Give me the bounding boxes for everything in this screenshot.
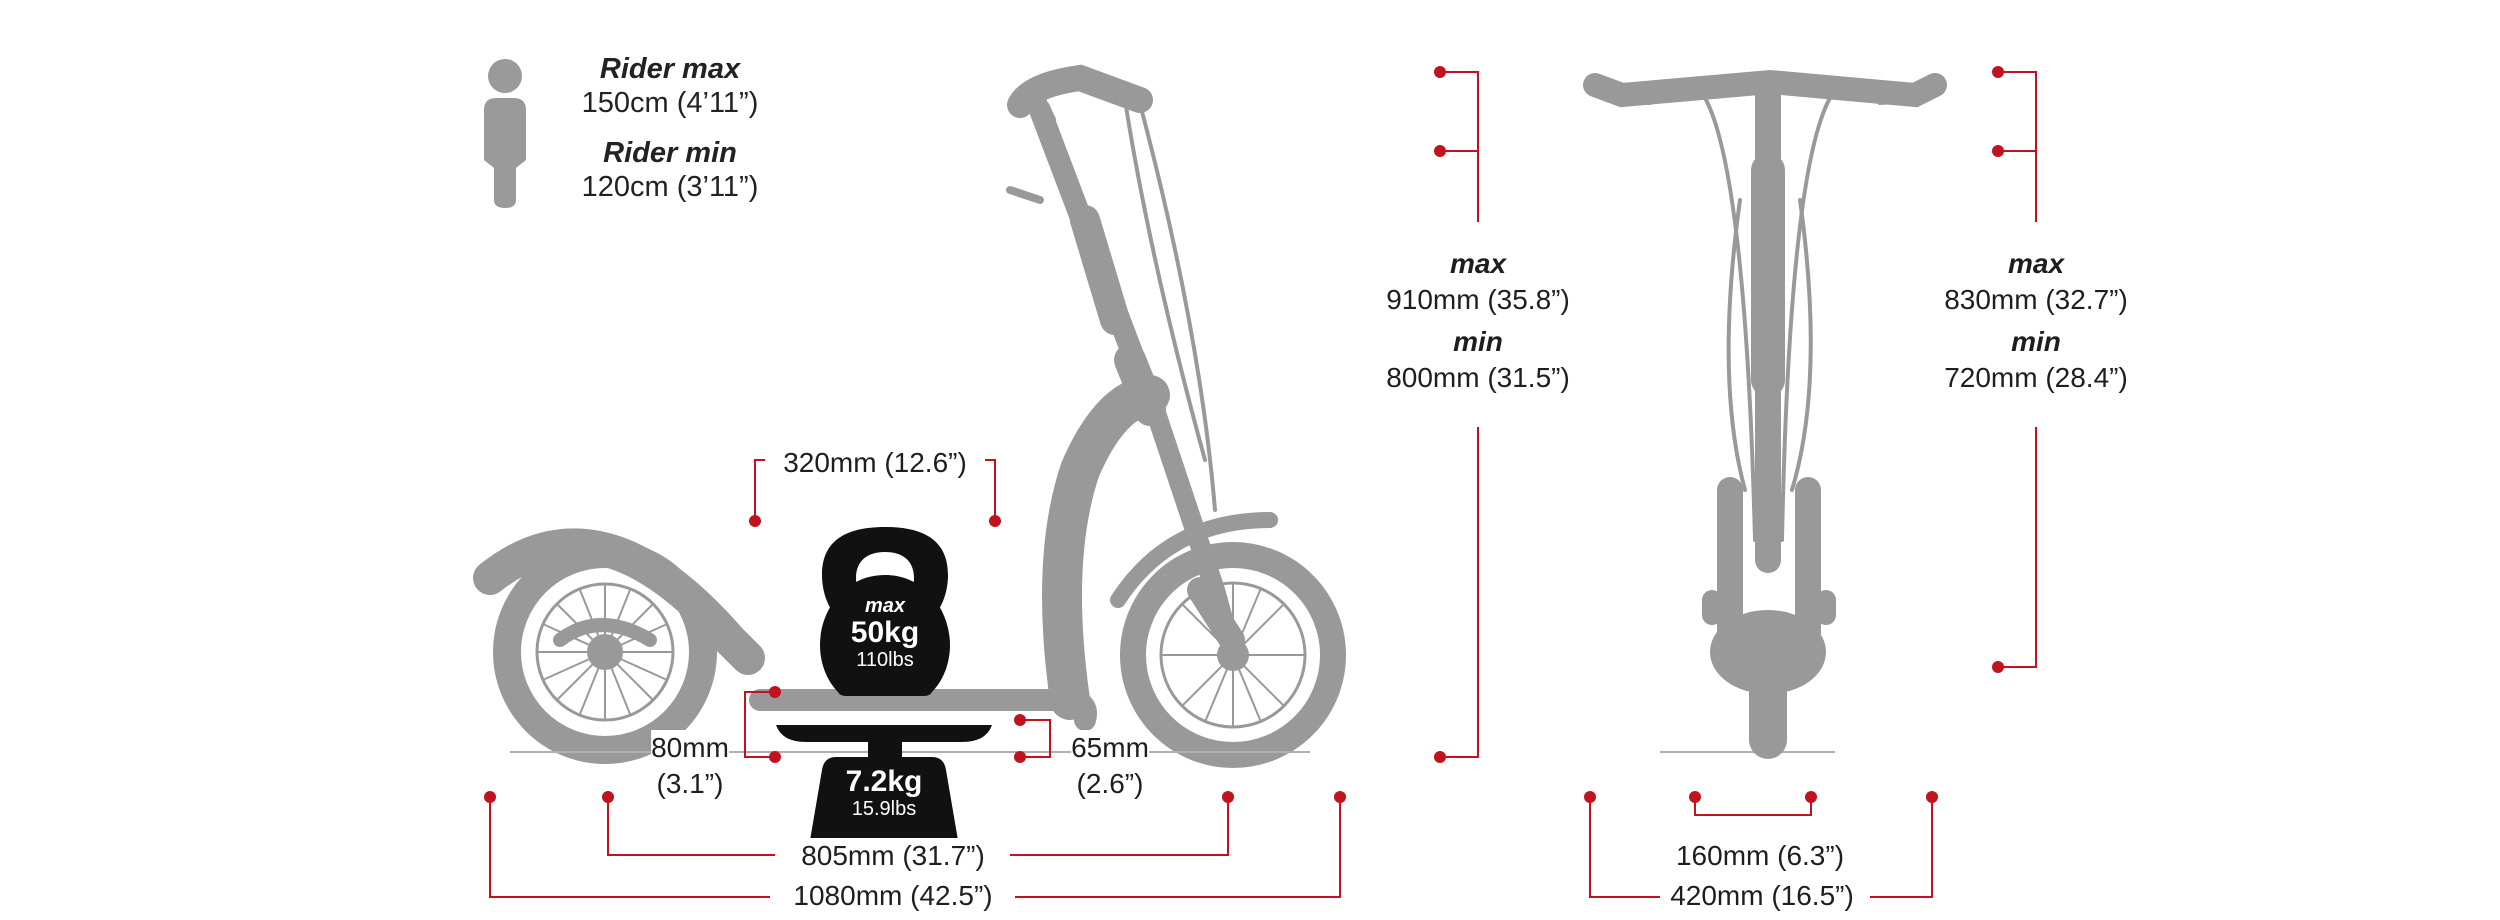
front-height-min-value: 720mm (28.4”)	[1944, 362, 2128, 393]
rear-deck-height-label: 80mm (3.1”)	[651, 730, 729, 802]
front-handlebar-height-label: max 830mm (32.7”) min 720mm (28.4”)	[1938, 246, 2134, 396]
frame	[1042, 375, 1170, 720]
rider-min-value: 120cm (3’11”)	[581, 171, 759, 203]
side-height-min-label: min	[1453, 326, 1503, 357]
person-icon	[484, 59, 526, 208]
rider-max-label: Rider max	[599, 53, 741, 85]
max-load-label: max	[864, 595, 906, 617]
scooter-weight-kg: 7.2kg	[845, 765, 923, 798]
front-deck-height-mm: 65mm	[1071, 732, 1149, 763]
scooter-side-silhouette	[473, 64, 1346, 768]
front-height-max-value: 830mm (32.7”)	[1944, 284, 2128, 315]
rider-max-value: 150cm (4’11”)	[581, 87, 759, 119]
max-load-text: max 50kg 110lbs	[851, 595, 919, 671]
weight-icon	[776, 725, 992, 862]
rider-min-label: Rider min	[603, 137, 737, 169]
front-deck-height-in: (2.6”)	[1076, 768, 1144, 799]
side-height-max-value: 910mm (35.8”)	[1386, 284, 1570, 315]
side-handlebar-height-label: max 910mm (35.8”) min 800mm (31.5”)	[1380, 246, 1576, 396]
front-height-min-label: min	[2011, 326, 2061, 357]
handlebar-width-label: 420mm (16.5”)	[1664, 878, 1860, 914]
wheelbase-label: 805mm (31.7”)	[795, 838, 991, 874]
dimension-lines	[489, 71, 2037, 898]
side-height-max-label: max	[1449, 248, 1507, 279]
max-load-kg: 50kg	[850, 616, 920, 649]
front-fender	[1110, 512, 1278, 608]
front-deck-height-label: 65mm (2.6”)	[1071, 730, 1149, 802]
handlebar	[1007, 64, 1153, 118]
deck	[749, 689, 1097, 731]
overall-length-label: 1080mm (42.5”)	[787, 878, 999, 914]
rear-deck-height-mm: 80mm	[651, 732, 729, 763]
scooter-weight-lbs: 15.9lbs	[851, 798, 917, 820]
dimension-dots	[484, 66, 2004, 803]
front-height-max-label: max	[2007, 248, 2065, 279]
scooter-weight-text: 7.2kg 15.9lbs	[845, 765, 923, 821]
max-load-lbs: 110lbs	[856, 649, 914, 671]
side-height-min-value: 800mm (31.5”)	[1386, 362, 1570, 393]
kettlebell-icon	[820, 527, 950, 696]
rear-deck-height-in: (3.1”)	[656, 768, 724, 799]
inner-width-label: 160mm (6.3”)	[1669, 838, 1851, 874]
scooter-front-silhouette	[1583, 69, 1947, 759]
front-handlebar	[1583, 69, 1947, 108]
rear-fender	[473, 528, 765, 675]
rider-height-range: Rider max 150cm (4’11”) Rider min 120cm …	[560, 52, 780, 204]
deck-length-label: 320mm (12.6”)	[777, 445, 973, 481]
